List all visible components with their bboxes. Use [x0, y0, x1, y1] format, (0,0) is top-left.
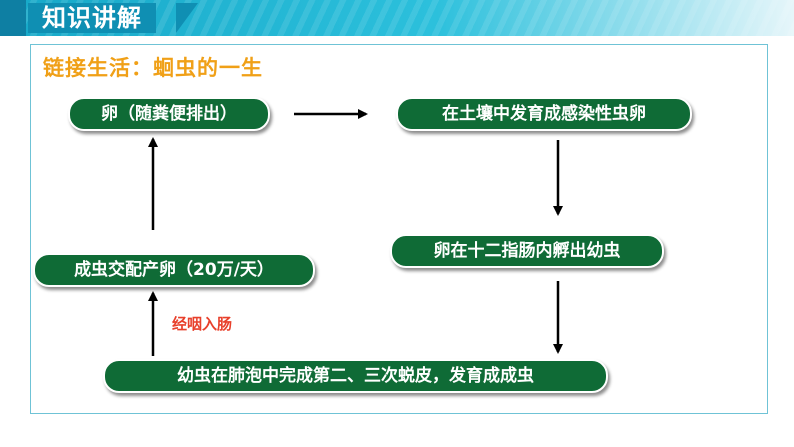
section-subtitle: 链接生活：蛔虫的一生 — [43, 56, 263, 80]
edge-label-pharynx-intestine: 经咽入肠 — [172, 315, 233, 333]
header-accent — [0, 0, 26, 36]
node-hatch: 卵在十二指肠内孵出幼虫 — [390, 234, 664, 268]
node-adult-mating: 成虫交配产卵（20万/天） — [33, 253, 315, 287]
content-frame — [30, 44, 768, 414]
page-title-tail — [176, 3, 198, 33]
node-larva-lung: 幼虫在肺泡中完成第二、三次蜕皮，发育成成虫 — [103, 359, 608, 393]
page-title: 知识讲解 — [28, 3, 156, 33]
node-egg-in-soil: 在土壤中发育成感染性虫卵 — [396, 97, 692, 131]
node-egg-excreted: 卵（随粪便排出） — [68, 97, 270, 131]
